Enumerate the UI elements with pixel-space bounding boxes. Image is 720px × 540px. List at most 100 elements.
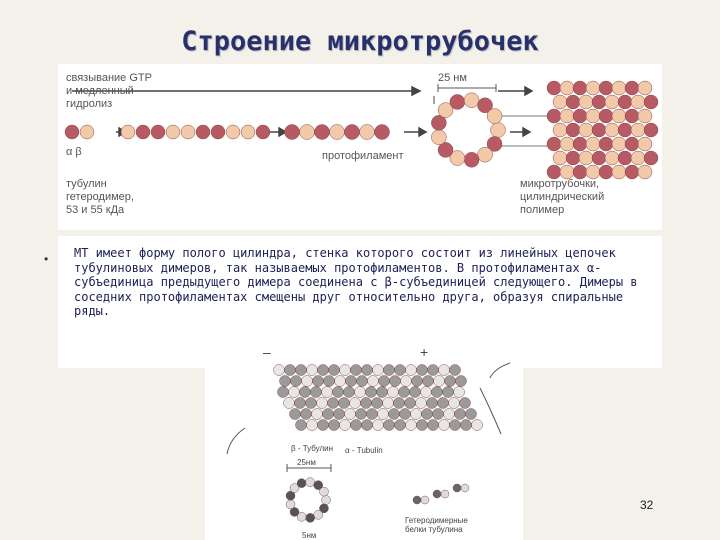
microtubule-bead	[611, 136, 627, 152]
ring-subunit	[319, 503, 329, 514]
microtubule-bead	[591, 94, 607, 110]
tubulin-subunit	[195, 124, 211, 140]
lattice-subunit	[311, 408, 323, 420]
lattice-subunit	[345, 375, 357, 387]
lattice-subunit	[365, 386, 377, 398]
lattice-subunit	[300, 408, 312, 420]
lattice-subunit	[339, 364, 351, 376]
lattice-subunit	[405, 419, 417, 431]
lattice-subunit	[332, 386, 344, 398]
ring-subunit	[296, 512, 307, 522]
lattice-subunit	[437, 397, 449, 409]
gtp-binding-label: связывание GTP и медленный гидролиз	[66, 72, 152, 110]
lattice-subunit	[378, 375, 390, 387]
lattice-subunit	[344, 408, 356, 420]
lattice-subunit	[295, 419, 307, 431]
lattice-subunit	[350, 419, 362, 431]
microtubule-bead	[637, 164, 653, 180]
microtubule-bead	[598, 108, 614, 124]
lattice-subunit	[377, 408, 389, 420]
lattice-subunit	[383, 419, 395, 431]
microtubule-bead	[546, 164, 562, 180]
microtubule-bead	[585, 80, 601, 96]
lattice-subunit	[361, 364, 373, 376]
microtubule-bead	[546, 136, 562, 152]
protofilament-bead	[329, 124, 345, 140]
lattice-subunit	[449, 419, 461, 431]
ring-subunit	[319, 486, 329, 497]
ring-bead	[449, 150, 466, 166]
page-number: 32	[640, 498, 654, 512]
microtubule-structure-figure: – + β - Тубулин α - Tubulin 25нм 5нм Гет…	[205, 345, 523, 540]
ring-bead	[477, 97, 493, 114]
tubulin-assembly-figure: связывание GTP и медленный гидролиз 25 н…	[58, 64, 662, 230]
lattice-subunit	[388, 408, 400, 420]
ring-bead	[431, 115, 447, 131]
microtubule-bead	[552, 94, 568, 110]
lattice-subunit	[356, 375, 368, 387]
ring-subunit	[313, 510, 323, 520]
alpha-tubulin-label: α - Tubulin	[345, 446, 383, 455]
lattice-subunit	[422, 375, 434, 387]
lattice-subunit	[400, 375, 412, 387]
lattice-subunit	[350, 364, 362, 376]
lattice-subunit	[438, 419, 450, 431]
lattice-subunit	[427, 364, 439, 376]
lattice-subunit	[367, 375, 379, 387]
tubulin-subunit	[150, 124, 166, 140]
tubulin-subunit	[180, 124, 196, 140]
ring-subunit	[285, 499, 296, 510]
lattice-subunit	[294, 397, 306, 409]
protofilament-bead	[344, 124, 360, 140]
lattice-subunit	[317, 419, 329, 431]
ring-subunit	[305, 477, 315, 487]
microtubule-bead	[637, 80, 653, 96]
heterodimer-subunit	[460, 483, 470, 493]
ring-subunit	[296, 478, 307, 488]
microtubule-bead	[559, 80, 575, 96]
protofilament-bead	[359, 124, 375, 140]
heterodimer-subunit	[432, 489, 442, 499]
lattice-subunit	[426, 397, 438, 409]
lattice-subunit	[333, 408, 345, 420]
protofilament-bead	[284, 124, 300, 140]
lattice-subunit	[382, 397, 394, 409]
scale-25nm-label: 25 нм	[438, 72, 467, 84]
microtubule-bead	[643, 94, 659, 110]
lattice-subunit	[449, 364, 461, 376]
microtubule-bead	[617, 122, 633, 138]
microtubule-bead	[585, 136, 601, 152]
ring-subunit	[289, 483, 300, 493]
microtubule-bead	[604, 122, 620, 138]
scale-25nm-bottom: 25нм	[297, 458, 316, 467]
microtubule-bead	[617, 94, 633, 110]
microtubule-bead	[611, 108, 627, 124]
lattice-subunit	[283, 397, 295, 409]
microtubule-bead	[559, 108, 575, 124]
tubulin-subunit	[240, 124, 256, 140]
ring-bead	[431, 129, 447, 145]
lattice-subunit	[334, 375, 346, 387]
protofilament-label: протофиламент	[322, 150, 404, 162]
microtubule-bead	[591, 150, 607, 166]
ring-bead	[477, 146, 493, 163]
microtubule-bead	[546, 108, 562, 124]
lattice-subunit	[411, 375, 423, 387]
lattice-subunit	[383, 364, 395, 376]
lattice-subunit	[338, 397, 350, 409]
lattice-subunit	[433, 375, 445, 387]
tubulin-subunit	[225, 124, 241, 140]
ring-subunit	[321, 495, 331, 505]
lattice-subunit	[321, 386, 333, 398]
lattice-subunit	[465, 408, 477, 420]
lattice-subunit	[316, 397, 328, 409]
assembly-diagram	[64, 80, 659, 180]
heterodimer-subunit	[412, 495, 422, 505]
lattice-subunit	[453, 386, 465, 398]
microtubule-bead	[624, 108, 640, 124]
heterodimer-label: Гетеродимерные белки тубулина	[405, 516, 468, 534]
lattice-subunit	[273, 364, 285, 376]
lattice-subunit	[393, 397, 405, 409]
lattice-subunit	[415, 397, 427, 409]
tubulin-subunit	[79, 124, 95, 140]
